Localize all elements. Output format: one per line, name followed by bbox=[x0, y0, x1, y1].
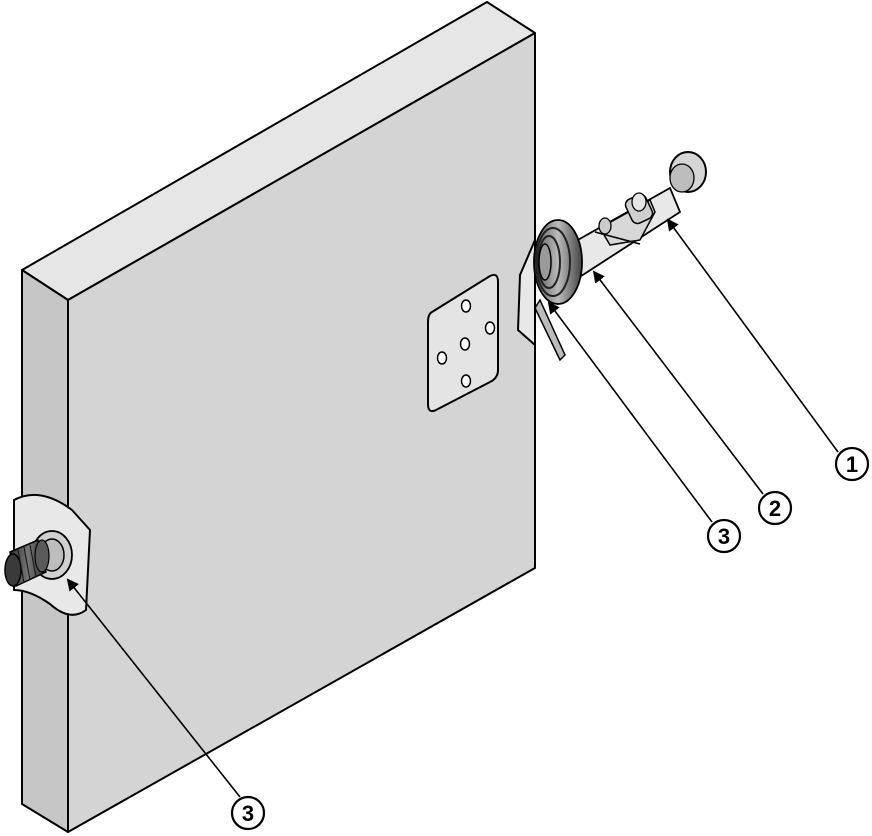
right-hinge-bracket bbox=[517, 239, 536, 346]
callout-3-upper: 3 bbox=[706, 518, 742, 554]
callout-3-upper-label: 3 bbox=[718, 524, 730, 549]
callout-1: 1 bbox=[834, 446, 870, 482]
callout-2-label: 2 bbox=[769, 496, 781, 521]
callout-3-lower: 3 bbox=[230, 795, 266, 831]
leader-line-3-lower bbox=[66, 578, 241, 798]
panel-front-face bbox=[67, 32, 536, 833]
leader-line-3-upper bbox=[547, 301, 713, 523]
left-splined-knob bbox=[4, 538, 50, 588]
callout-1-label: 1 bbox=[846, 452, 858, 477]
callout-3-lower-label: 3 bbox=[242, 801, 254, 826]
hinge-pin-assembly bbox=[533, 151, 707, 362]
leader-line-1 bbox=[666, 218, 839, 453]
mounting-plate bbox=[427, 273, 499, 413]
leader-line-2 bbox=[592, 270, 764, 495]
callout-2: 2 bbox=[757, 490, 793, 526]
